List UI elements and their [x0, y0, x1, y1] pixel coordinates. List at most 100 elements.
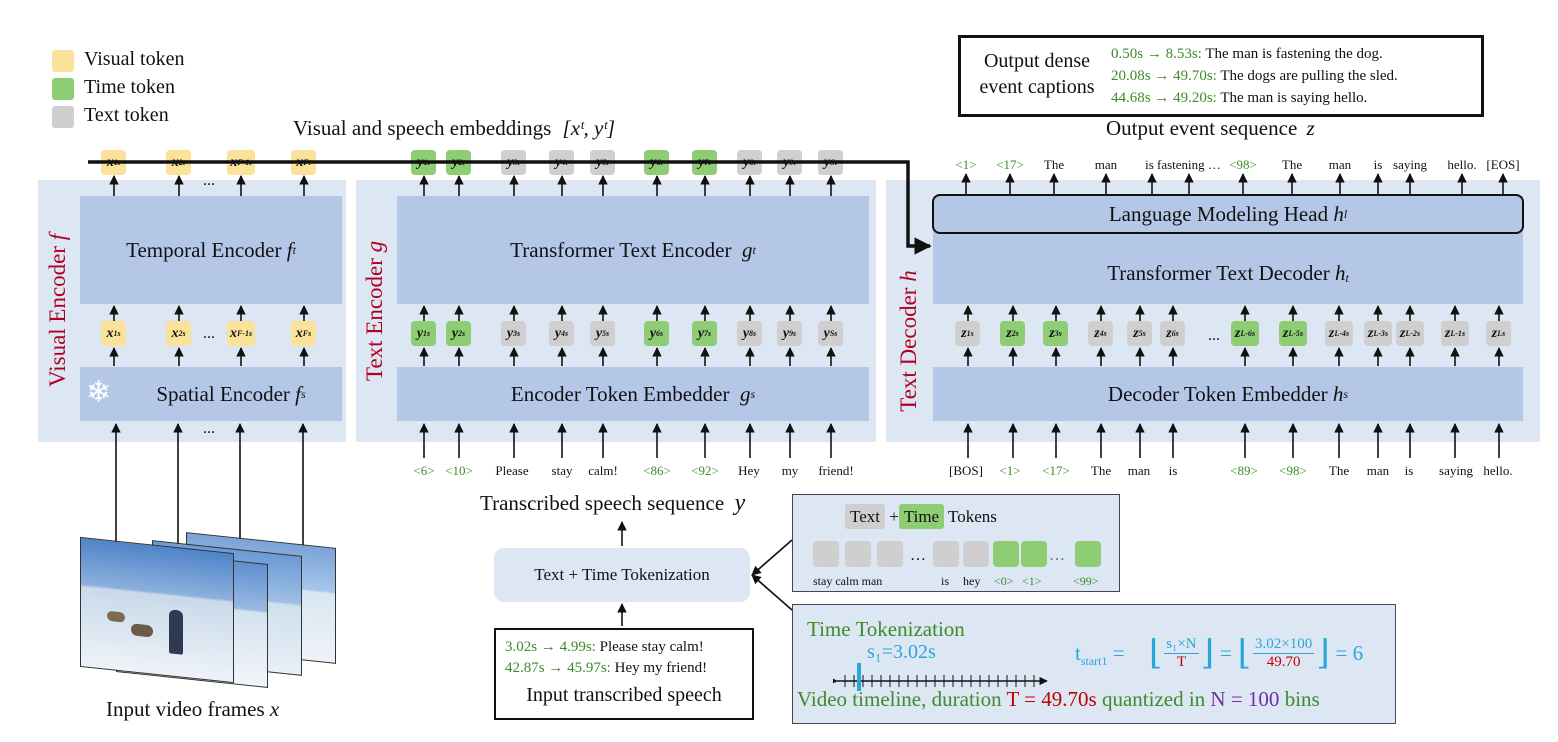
- formula-fraction-1: ⌊ s₁×N T ⌋ = ⌊ 3.02×100 49.70 ⌋ = 6: [1149, 635, 1364, 672]
- decoder-output-label: man: [1094, 157, 1118, 172]
- captions-title-line1: Output dense: [983, 50, 1091, 72]
- legend-text-swatch: [52, 106, 74, 128]
- time-tokenization-box: Time Tokenization s₁=3.02s tstart1 = ⌊ s…: [792, 604, 1396, 724]
- decoder-token-ellipsis: ...: [1208, 327, 1220, 344]
- decoder-input-label: The: [1328, 463, 1350, 478]
- encoder-input-label: <92>: [691, 463, 719, 478]
- decoder-input-label: <89>: [1230, 463, 1258, 478]
- legend-time-label: Time token: [84, 76, 175, 98]
- fraction-2-numerator: 3.02×100: [1253, 635, 1315, 654]
- tokens-to-tokenization-arrow: [751, 539, 793, 576]
- decoder-output-label: is: [1373, 157, 1383, 172]
- fraction-1-denominator: T: [1176, 653, 1187, 670]
- dog-figure: [131, 623, 153, 638]
- person-figure: [169, 609, 183, 655]
- output-sequence-title: Output event sequence z: [1106, 116, 1315, 141]
- encoder-input-label: Hey: [738, 463, 760, 478]
- token-square: [813, 541, 839, 567]
- embeddings-math: [xᵗ, yᵗ]: [562, 116, 616, 140]
- tokenization-block: Text + Time Tokenization: [494, 548, 750, 602]
- visual-mid-ellipsis: ...: [203, 325, 215, 342]
- captions-box-title: Output dense event captions: [967, 48, 1107, 100]
- token-square: [1075, 541, 1101, 567]
- formula-result: = 6: [1335, 640, 1364, 665]
- decoder-input-label: The: [1090, 463, 1112, 478]
- decoder-input-label: is: [1168, 463, 1178, 478]
- caption-row: 44.68s → 49.20s: The man is saying hello…: [1111, 90, 1368, 106]
- decoder-output-label: <1>: [955, 157, 977, 172]
- legend-text-label: Text token: [84, 104, 169, 126]
- timeline-ruler: [833, 663, 1048, 691]
- token-square: [963, 541, 989, 567]
- decoder-input-label: hello.: [1483, 463, 1513, 478]
- speech-row: 42.87s → 45.97s: Hey my friend!: [505, 660, 708, 676]
- token-label: is: [941, 574, 950, 588]
- decoder-output-label: <98>: [1229, 157, 1257, 172]
- token-label: hey: [963, 574, 981, 588]
- decoder-input-label: <98>: [1279, 463, 1307, 478]
- encoder-input-label: my: [781, 463, 799, 478]
- tokens-to-tokenization-arrow: [751, 574, 793, 611]
- time-tokenization-caption: Video timeline, duration T = 49.70s quan…: [797, 687, 1320, 711]
- token-label: stay calm man: [813, 574, 883, 588]
- encoder-input-label: <6>: [413, 463, 435, 478]
- decoder-output-label: The: [1043, 157, 1065, 172]
- video-frames-label: Input video frames x: [106, 697, 280, 721]
- decoder-input-label: <17>: [1042, 463, 1070, 478]
- tokens-box: Text +Time Tokens … … stay calm man is h…: [792, 494, 1120, 592]
- decoder-output-label: <17>: [996, 157, 1024, 172]
- output-captions-box: Output dense event captions 0.50s → 8.53…: [958, 35, 1484, 117]
- s1-label: s₁=3.02s: [867, 641, 936, 663]
- text-chip: Text: [845, 504, 885, 529]
- token-square: [1021, 541, 1047, 567]
- decoder-input-label: man: [1366, 463, 1390, 478]
- encoder-input-label: <86>: [643, 463, 671, 478]
- encoder-input-label: friend!: [818, 463, 854, 478]
- encoder-input-label: calm!: [588, 463, 618, 478]
- token-square: [845, 541, 871, 567]
- decoder-output-label: hello.: [1447, 157, 1477, 172]
- fraction-1-numerator: s₁×N: [1164, 635, 1199, 654]
- video-frame: [80, 536, 234, 684]
- token-square: [877, 541, 903, 567]
- formula-lhs: tstart1 =: [1075, 641, 1125, 669]
- legend-time-swatch: [52, 78, 74, 100]
- speech-sequence-label: Transcribed speech sequence y: [480, 490, 746, 516]
- token-label: <99>: [1073, 574, 1099, 588]
- tokens-header: Text +Time Tokens: [845, 504, 997, 529]
- token-ellipsis-2: …: [1049, 547, 1065, 564]
- encoder-input-label: <10>: [445, 463, 473, 478]
- output-sequence-var: z: [1306, 116, 1315, 140]
- time-tokenization-title: Time Tokenization: [807, 617, 965, 641]
- decoder-input-label: man: [1127, 463, 1151, 478]
- embeddings-label: Visual and speech embeddings: [293, 116, 552, 140]
- fraction-2-denominator: 49.70: [1266, 653, 1301, 670]
- input-speech-label: Input transcribed speech: [526, 684, 722, 706]
- token-square: [993, 541, 1019, 567]
- token-ellipsis-1: …: [910, 547, 926, 564]
- caption-row: 20.08s → 49.70s: The dogs are pulling th…: [1111, 68, 1398, 84]
- decoder-input-label: is: [1404, 463, 1414, 478]
- decoder-output-label: is fastening …: [1145, 157, 1221, 172]
